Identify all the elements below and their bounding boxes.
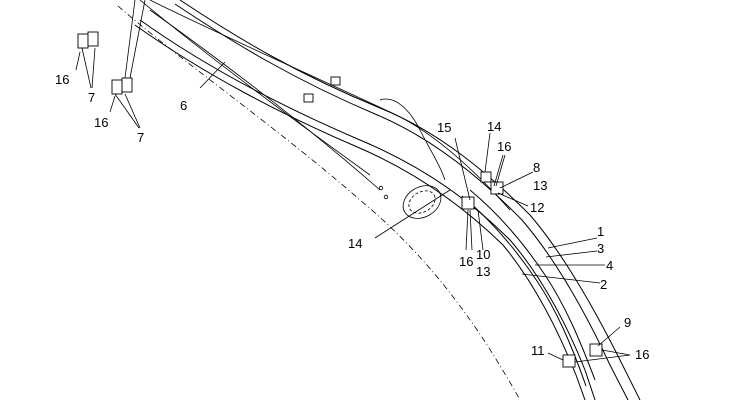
callout-11: 11	[531, 343, 545, 358]
callout-6: 6	[180, 98, 187, 113]
clamp-11	[562, 354, 576, 368]
hydraulic-lines	[134, 0, 641, 400]
leader-lines	[75, 0, 631, 363]
clamp-mid	[303, 93, 314, 103]
bolt-marks	[378, 185, 389, 200]
callout-14-lower: 14	[348, 236, 362, 251]
callout-9: 9	[624, 315, 631, 330]
callout-16-bottom: 16	[459, 254, 473, 269]
callout-10: 10	[476, 247, 490, 262]
callout-8: 8	[533, 160, 540, 175]
clamp-15	[461, 196, 475, 210]
callout-labels: 16 7 16 7 6 15 14 16 8 13 12 14 10 16 13…	[55, 72, 649, 362]
callout-16-lower: 16	[94, 115, 108, 130]
callout-16-far-right: 16	[635, 347, 649, 362]
clamp-14-upper	[480, 171, 492, 183]
boom-outline	[117, 0, 521, 400]
callout-3: 3	[597, 241, 604, 256]
callout-7-upper: 7	[88, 90, 95, 105]
clamp-upper-left	[77, 33, 89, 49]
callout-12: 12	[530, 200, 544, 215]
callout-13-upper: 13	[533, 178, 547, 193]
callout-1: 1	[597, 224, 604, 239]
callout-13-lower: 13	[476, 264, 490, 279]
callout-16-right: 16	[497, 139, 511, 154]
clamp-top	[330, 76, 341, 86]
callout-7-lower: 7	[137, 130, 144, 145]
callout-14-upper: 14	[487, 119, 501, 134]
clamp-lower-left	[111, 79, 123, 95]
callout-16-upper: 16	[55, 72, 69, 87]
clamps	[77, 31, 603, 368]
clamp-9	[589, 343, 603, 357]
callout-2: 2	[600, 277, 607, 292]
callout-4: 4	[606, 258, 613, 273]
callout-15: 15	[437, 120, 451, 135]
pivot-circle	[402, 185, 442, 219]
